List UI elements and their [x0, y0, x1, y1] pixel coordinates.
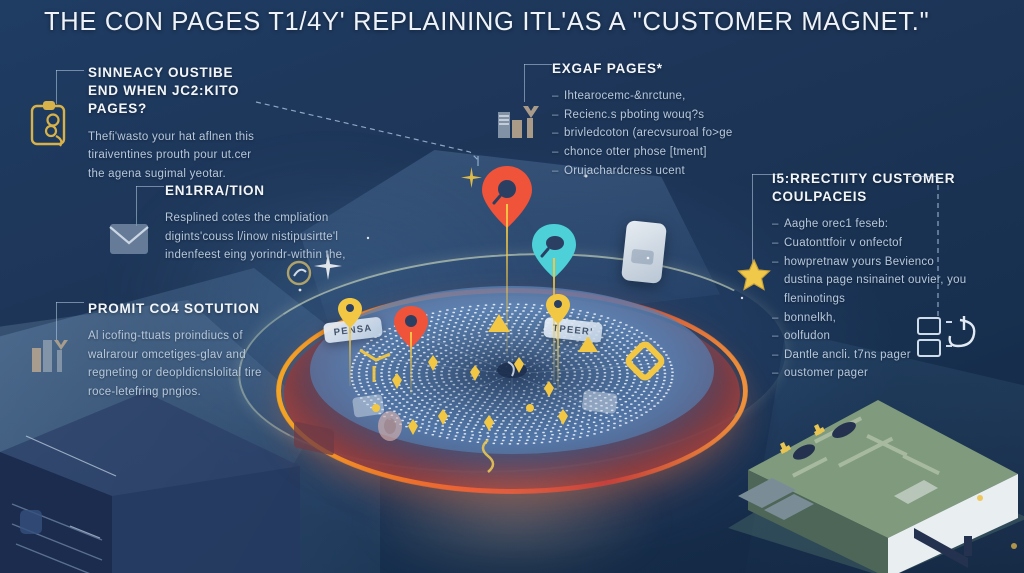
callout-left-mid: EN1RRA/TION Resplined cotes the cmpliati… [165, 182, 350, 265]
list-item: Orujachardcress ucent [552, 162, 782, 181]
list-item: Cuatonttfoir v onfectof [772, 234, 972, 253]
server-rack-cabinet [0, 392, 300, 573]
callout-left-top: SINNEACY OUSTIBE END WHEN JC2:KITO PAGES… [88, 64, 263, 184]
list-item: oolfudon [772, 327, 972, 346]
callout-left-bottom-heading: PROMIT CO4 SOTUTION [88, 301, 260, 316]
callout-left-mid-body: Resplined cotes the cmpliation digints'c… [165, 212, 346, 262]
pin-red-large [480, 164, 534, 354]
clipboard-icon [28, 98, 72, 153]
disc-surface-props [294, 341, 665, 473]
list-item: Recienc.s pboting wouq?s [552, 106, 782, 125]
pin-yellow-right [544, 292, 572, 390]
pin-yellow-left [336, 296, 364, 386]
callout-left-top-body: Thefi'wasto your hat aflnen this tiraive… [88, 130, 255, 180]
list-item: Aaghe orec1 feseb: [772, 215, 972, 234]
list-item: Ihtearocemc-&nrctune, [552, 87, 782, 106]
surface-marker-cluster [359, 348, 568, 435]
callout-left-mid-heading: EN1RRA/TION [165, 183, 265, 198]
swirl-ornament-left [286, 260, 312, 286]
list-item: bonnelkh, [772, 309, 972, 328]
poster-title: THE CON PAGES T1/4Y' REPLAINING ITL'AS A… [44, 8, 930, 36]
circuit-board-device [718, 378, 1024, 573]
callout-right-top-list: Ihtearocemc-&nrctune, Recienc.s pboting … [552, 87, 782, 180]
callout-right-bottom: I5:RRECTIITY CUSTOMER COULPACEIS Aaghe o… [772, 170, 972, 383]
pin-red-small [392, 304, 430, 394]
list-item: Dantle ancli. t7ns pager [772, 346, 972, 365]
envelope-icon [108, 222, 150, 263]
dashed-connector-top-left [255, 101, 479, 166]
isometric-data-disc: PENSA TPEER' [232, 166, 792, 573]
star-icon [736, 258, 772, 299]
bar-chart-icon-left [30, 336, 70, 379]
callout-right-top: EXGAF PAGES* Ihtearocemc-&nrctune, Recie… [552, 60, 782, 180]
floating-tablet-card [620, 220, 668, 284]
callout-right-bottom-heading: I5:RRECTIITY CUSTOMER COULPACEIS [772, 171, 956, 205]
callout-right-bottom-list: Aaghe orec1 feseb: Cuatonttfoir v onfect… [772, 215, 972, 383]
documents-chart-icon [916, 312, 992, 369]
list-item: oustomer pager [772, 364, 972, 383]
callout-left-top-heading: SINNEACY OUSTIBE END WHEN JC2:KITO PAGES… [88, 65, 240, 117]
callout-left-bottom-body: Al icofing-ttuats proindiucs of walrarou… [88, 330, 262, 399]
pin-yellow-cone [578, 336, 598, 352]
callout-left-bottom: PROMIT CO4 SOTUTION Al icofing-ttuats pr… [88, 300, 278, 402]
bar-chart-icon-right [496, 98, 540, 145]
pin-cyan [530, 222, 578, 382]
pin-yellow-far [488, 314, 510, 332]
list-item: howpretnaw yours Bevienco dustina page n… [772, 253, 972, 309]
callout-right-top-heading: EXGAF PAGES* [552, 61, 663, 76]
list-item: chonce otter phose [tment] [552, 143, 782, 162]
list-item: brivledcoton (arecvsuroal fo>ge [552, 124, 782, 143]
